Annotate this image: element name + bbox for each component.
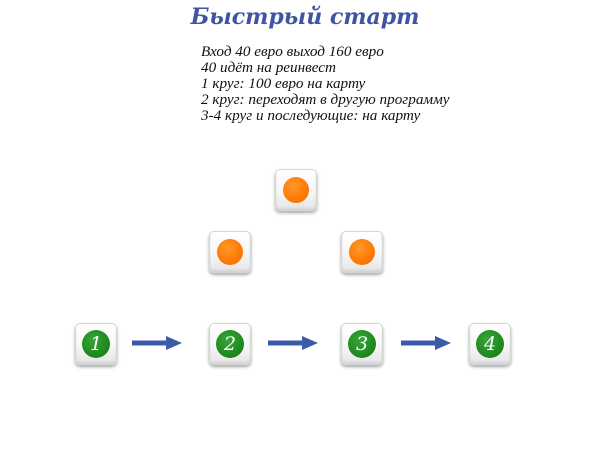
description-line: 3-4 круг и последующие: на карту (201, 107, 421, 124)
description-line: 1 круг: 100 евро на карту (201, 75, 366, 92)
description-line: 2 круг: переходят в другую программу (201, 91, 450, 108)
description-block: Вход 40 евро выход 160 евро 40 идёт на р… (201, 44, 450, 124)
pyramid-left-tile (209, 231, 251, 273)
right-arrow-icon (132, 336, 182, 350)
pyramid-top-tile (275, 169, 317, 211)
step-tile: 4 (469, 323, 511, 365)
step-tile: 2 (209, 323, 251, 365)
pyramid-right-tile (341, 231, 383, 273)
step-number: 3 (348, 330, 376, 358)
description-line: 40 идёт на реинвест (201, 59, 336, 76)
step-tile: 3 (341, 323, 383, 365)
orange-dot-icon (217, 239, 243, 265)
step-number: 1 (82, 330, 110, 358)
right-arrow-icon (268, 336, 318, 350)
right-arrow-icon (401, 336, 451, 350)
description-line: Вход 40 евро выход 160 евро (201, 43, 384, 60)
step-tile: 1 (75, 323, 117, 365)
step-number: 2 (216, 330, 244, 358)
page-title: Быстрый старт (190, 4, 420, 30)
orange-dot-icon (349, 239, 375, 265)
orange-dot-icon (283, 177, 309, 203)
step-number: 4 (476, 330, 504, 358)
